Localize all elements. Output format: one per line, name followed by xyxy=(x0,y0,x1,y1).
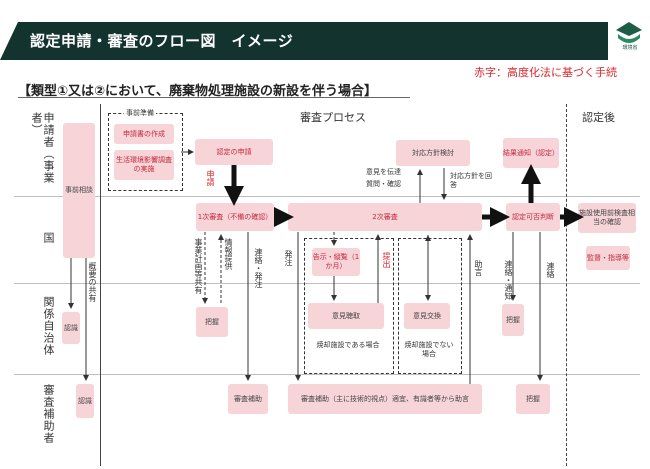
incineration-region xyxy=(304,238,394,374)
order-label: 発注 xyxy=(284,250,293,266)
muni-recognize-box: 認識 xyxy=(62,312,80,344)
opinion-exchange-box: 意見交換 xyxy=(404,303,450,329)
assist-main-box: 審査補助（主に技術的視点）適宜、有識者等から助言 xyxy=(288,384,482,414)
row-divider xyxy=(14,196,640,197)
row-divider xyxy=(14,283,640,284)
result-notice-box: 結果通知（認定） xyxy=(503,138,559,168)
policy-reply-label: 対応方針を回答 xyxy=(450,172,492,189)
ministry-logo-icon xyxy=(612,20,646,56)
opinion-convey-label: 意見を伝達 xyxy=(366,168,401,176)
type-heading: 【類型①又は②において、廃棄物処理施設の新設を伴う場合】 xyxy=(18,84,377,99)
question-confirm-label: 質問・確認 xyxy=(366,180,401,188)
row-label-applicant: 申請者（事業者） xyxy=(30,112,55,184)
row-divider xyxy=(14,374,640,375)
application-arrow-label: 申請 xyxy=(206,170,215,186)
page-title: 認定申請・審査のフロー図 イメージ xyxy=(30,32,294,50)
approval-decision-box: 認定可否判断 xyxy=(506,203,560,231)
header-band xyxy=(0,22,608,60)
column-header-after: 認定後 xyxy=(582,111,615,124)
pre-consult-box: 事前相談 xyxy=(63,123,95,258)
outline-share-label: 概要の共有 xyxy=(88,262,97,302)
contact-label: 連絡 xyxy=(546,262,555,278)
env-survey-box: 生活環境影響調査の実施 xyxy=(114,150,174,180)
opinion-hearing-box: 意見聴取 xyxy=(308,303,384,329)
column-header-process: 審査プロセス xyxy=(300,111,366,124)
advice-label: 助言 xyxy=(474,260,483,276)
row-label-country: 国 xyxy=(42,232,55,244)
incineration-case-label: 焼却施設である場合 xyxy=(316,341,380,349)
plan-share-label: 事業計画等共有 xyxy=(194,238,203,294)
submit-label: 提出 xyxy=(382,252,391,268)
column-divider xyxy=(566,104,568,466)
info-provide-label: 情報提供 xyxy=(224,238,233,270)
pre-prep-title: 事前準備 xyxy=(124,109,156,118)
row-label-municipality: 関係自治体 xyxy=(42,296,55,356)
facility-inspection-box: 施設使用前検査相当の確認 xyxy=(578,203,636,233)
logo-label: 環境省 xyxy=(622,45,638,51)
legend-note: 赤字：高度化法に基づく手続 xyxy=(474,66,617,79)
muni-grasp-box-2: 把握 xyxy=(502,304,524,336)
application-box: 認定の申請 xyxy=(195,139,273,165)
notice-display-box: 告示・縦覧（1か月） xyxy=(312,248,360,276)
muni-grasp-box: 把握 xyxy=(196,307,228,337)
contact-order-label: 連絡・発注 xyxy=(254,248,263,288)
assist-grasp-box: 把握 xyxy=(516,384,550,414)
supervision-box: 監督・指導等 xyxy=(586,246,630,270)
first-review-box: 1次審査（不備の確認） xyxy=(196,203,274,231)
assist-review-box: 審査補助 xyxy=(228,384,268,414)
policy-review-box: 対応方針検討 xyxy=(396,140,470,166)
column-divider xyxy=(100,104,101,466)
assist-recognize-box: 認識 xyxy=(76,384,94,418)
non-incineration-case-label: 焼却施設でない場合 xyxy=(404,341,454,358)
heading-underline xyxy=(18,97,410,98)
second-review-box: 2次審査 xyxy=(288,203,482,231)
row-label-assistant: 審査補助者 xyxy=(42,384,55,444)
create-application-box: 申請書の作成 xyxy=(114,124,174,144)
contact-notice-label: 連絡・通知 xyxy=(504,260,513,300)
